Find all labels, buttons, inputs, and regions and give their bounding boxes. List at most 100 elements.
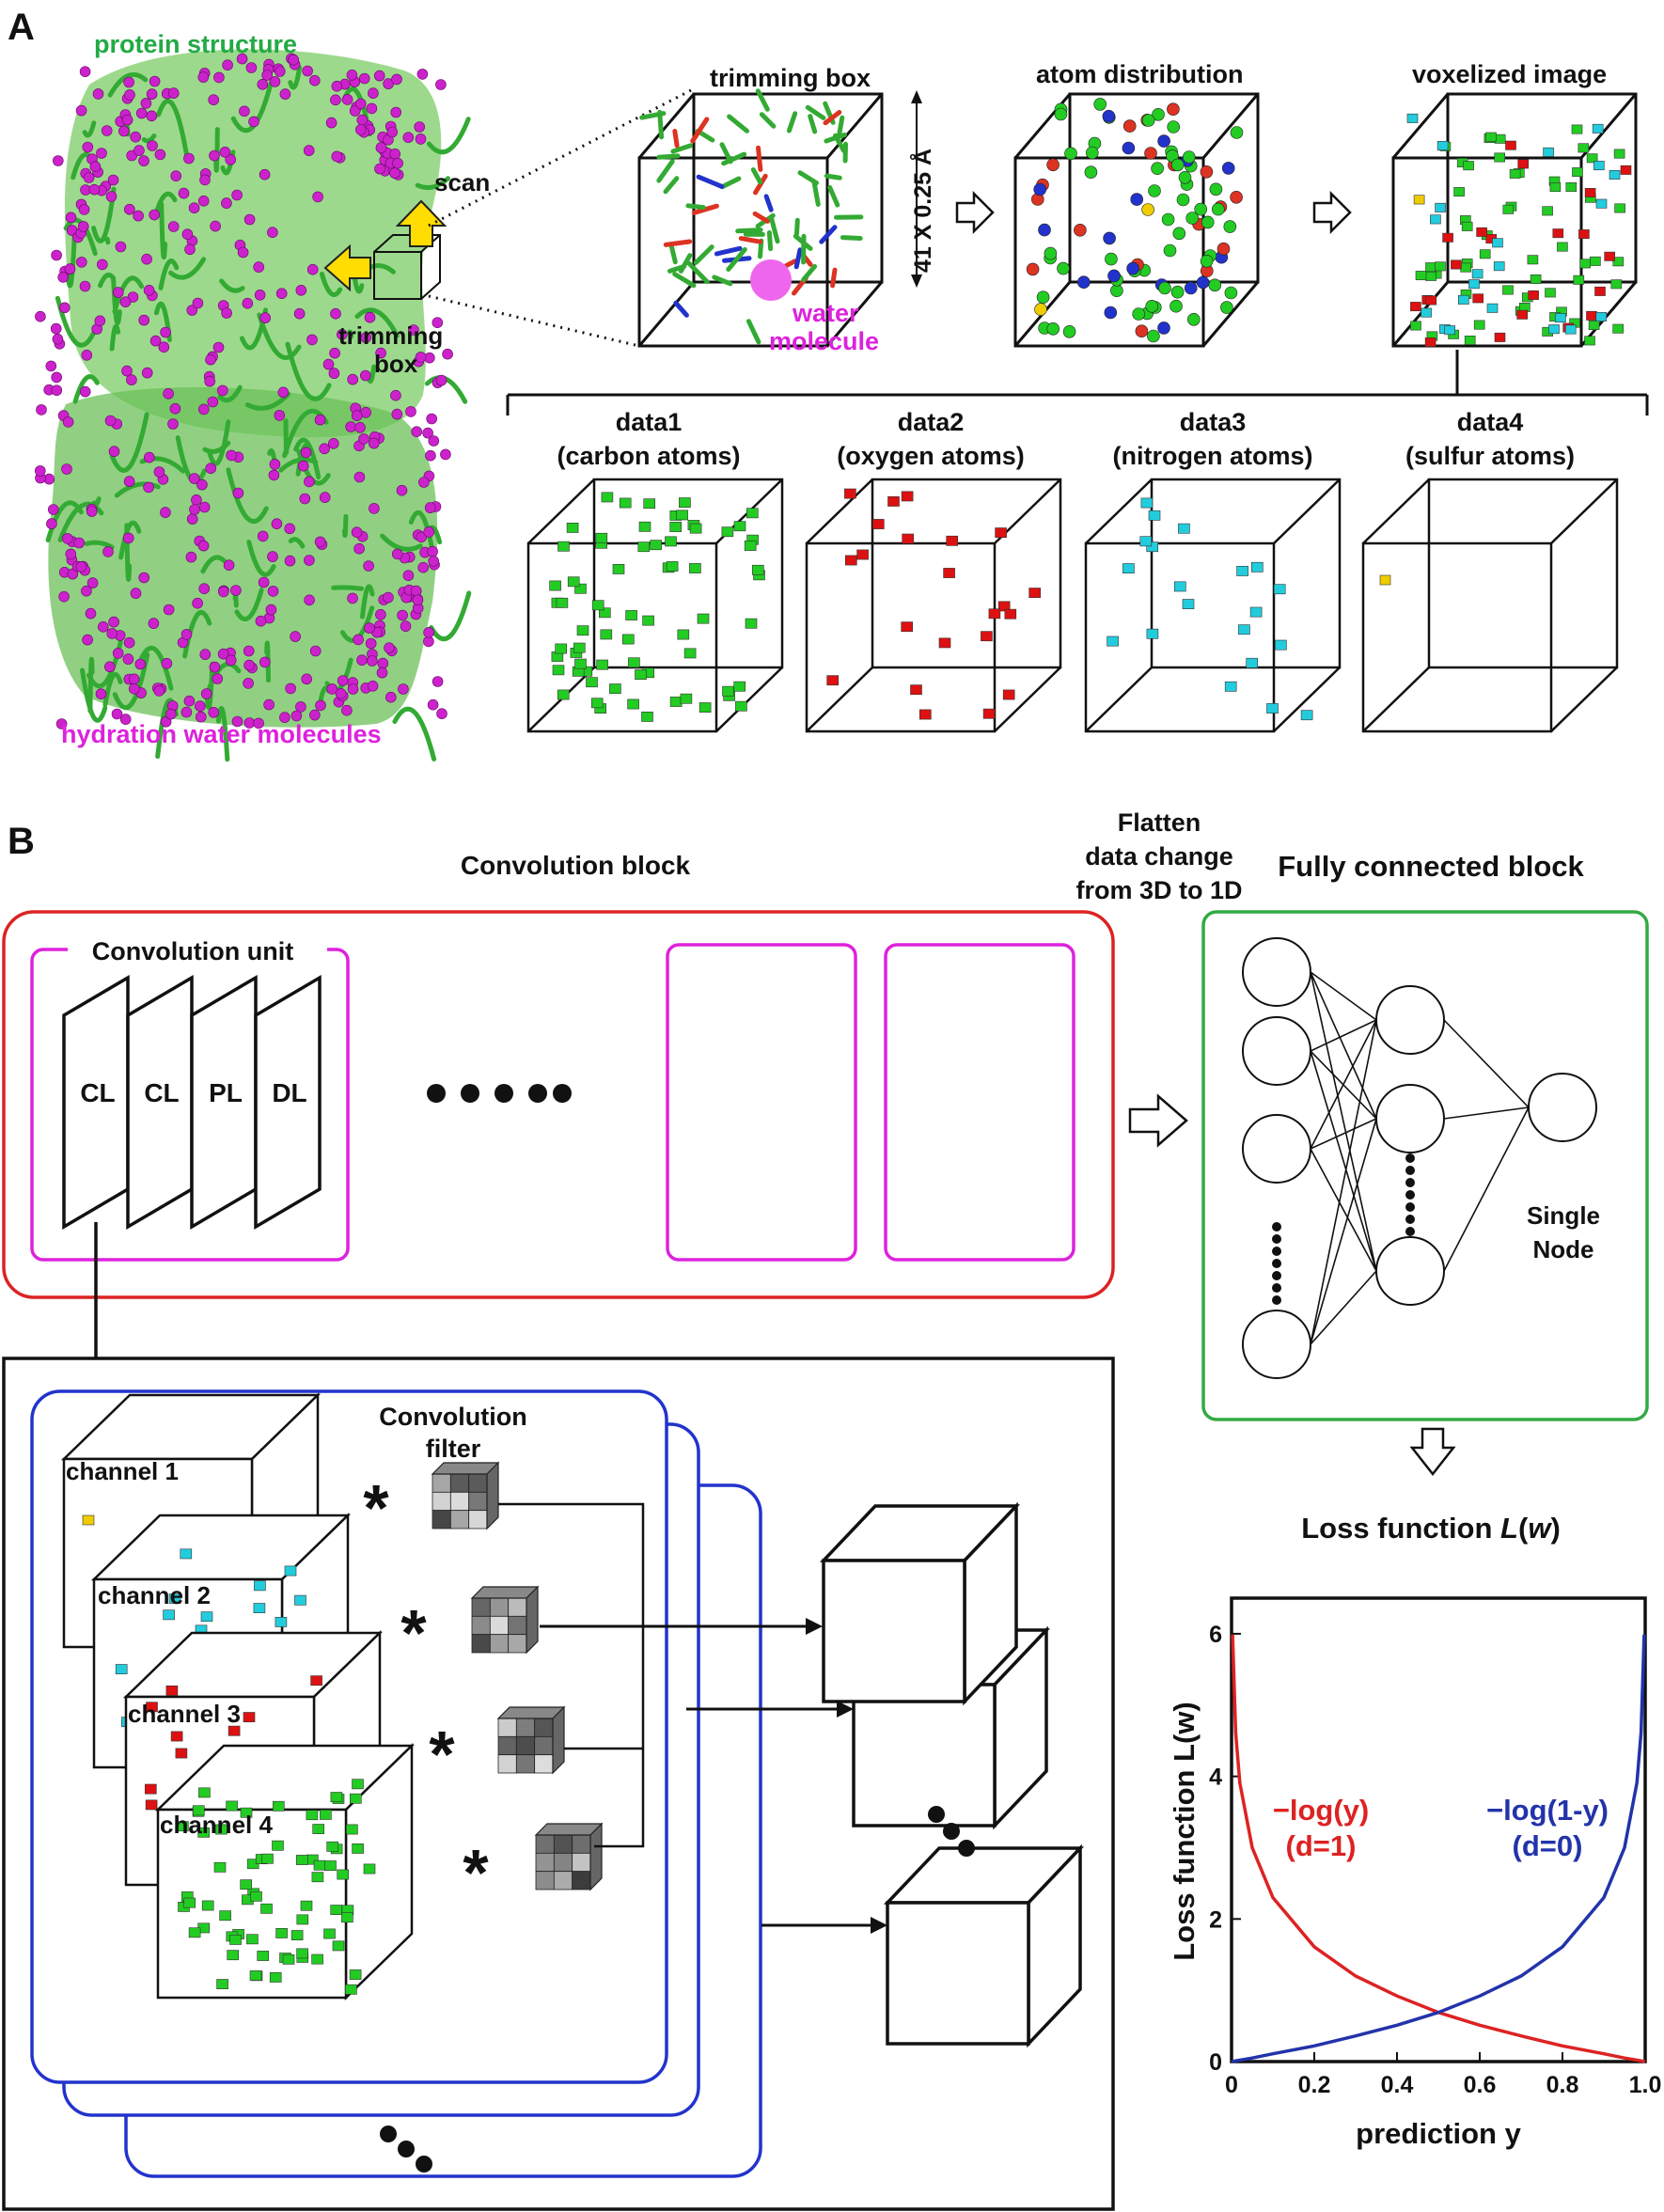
water-dot xyxy=(65,212,77,224)
voxel xyxy=(573,642,586,653)
residue-stick xyxy=(690,117,710,144)
atom xyxy=(1200,254,1214,268)
water-dot xyxy=(275,288,288,300)
water-dot xyxy=(51,371,63,384)
voxel xyxy=(1545,288,1556,298)
residue-stick xyxy=(672,272,697,289)
water-dot xyxy=(351,526,363,539)
voxel xyxy=(168,1593,181,1605)
data3-name: data3 xyxy=(1180,408,1247,436)
water-dot xyxy=(335,687,347,699)
voxel xyxy=(595,532,608,543)
protein-ribbon xyxy=(84,540,115,550)
ellipsis-dot xyxy=(494,1084,513,1103)
water-dot xyxy=(35,310,46,322)
water-dot xyxy=(284,555,296,567)
loss-down-arrow-icon xyxy=(1409,1427,1456,1477)
output-cube-3 xyxy=(883,1843,1085,2048)
water-dot xyxy=(364,311,376,323)
water-dot xyxy=(295,284,307,296)
nn-ellipsis-dot xyxy=(1272,1234,1281,1244)
atom xyxy=(1157,134,1170,148)
voxel xyxy=(272,1840,284,1851)
water-dot xyxy=(328,368,340,379)
flatten-line3: from 3D to 1D xyxy=(1075,876,1242,904)
x-tick-label: 0.6 xyxy=(1464,2072,1497,2098)
trimming-box-cube xyxy=(637,88,884,348)
residue-stick xyxy=(766,230,774,252)
residue-stick xyxy=(805,104,826,120)
water-dot xyxy=(192,597,203,609)
voxel xyxy=(1146,541,1158,553)
cube-back-face xyxy=(871,478,1062,669)
x-tick-label: 0.8 xyxy=(1546,2072,1579,2098)
water-dot xyxy=(210,220,221,232)
water-dot xyxy=(86,506,98,517)
voxel xyxy=(1463,161,1474,171)
water-dot xyxy=(242,297,254,309)
water-dot xyxy=(432,676,444,687)
atom xyxy=(1084,165,1098,179)
x-tick-label: 0 xyxy=(1225,2072,1238,2098)
atom xyxy=(1208,278,1222,292)
water-dot xyxy=(101,125,113,136)
water-dot xyxy=(427,545,438,557)
cube-front-face xyxy=(1084,541,1276,733)
water-dot xyxy=(183,152,195,165)
protein-ribbon xyxy=(267,448,277,463)
voxel xyxy=(1486,303,1499,313)
water-dot xyxy=(219,147,231,158)
voxel xyxy=(1425,271,1436,281)
protein-ribbon xyxy=(112,275,145,314)
water-dot xyxy=(293,307,306,320)
y-tick-label: 4 xyxy=(1209,1765,1222,1791)
voxel xyxy=(1266,703,1279,714)
voxel xyxy=(240,1879,252,1890)
cube-edge xyxy=(1550,478,1618,544)
voxel xyxy=(1300,710,1313,721)
water-dot xyxy=(373,70,385,82)
atom xyxy=(1132,307,1145,321)
water-dot xyxy=(397,609,408,621)
water-dot xyxy=(208,94,219,105)
atom xyxy=(1104,306,1118,320)
voxel xyxy=(625,610,637,620)
cube-edge xyxy=(1085,478,1153,544)
atom xyxy=(1105,252,1118,266)
data3-cube xyxy=(1084,478,1342,733)
voxel xyxy=(257,1951,270,1961)
cube-edge xyxy=(1085,667,1153,732)
panel-a: A protein structure hydration water mole… xyxy=(8,7,1649,762)
water-dot xyxy=(130,131,141,143)
data2-cube xyxy=(805,478,1062,733)
atom xyxy=(1151,162,1164,175)
data1-atoms: (carbon atoms) xyxy=(557,442,740,470)
atom xyxy=(1126,261,1139,275)
voxel xyxy=(981,631,993,642)
water-dot xyxy=(184,243,196,256)
voxel xyxy=(183,1897,196,1908)
voxel xyxy=(1578,229,1590,240)
protein-ribbon xyxy=(213,127,220,173)
water-dot xyxy=(188,202,200,213)
cube-edge xyxy=(806,667,873,732)
residue-stick xyxy=(830,267,838,289)
filter-side xyxy=(526,1585,539,1655)
voxel xyxy=(669,697,683,707)
water-dot xyxy=(306,263,319,275)
nn-edge xyxy=(1310,1019,1377,1150)
filter-cell xyxy=(449,1473,470,1493)
water-dot xyxy=(288,54,300,66)
voxel xyxy=(250,1890,262,1902)
voxel xyxy=(1435,202,1446,212)
water-dot xyxy=(135,107,148,119)
water-dot xyxy=(209,661,221,673)
residue-stick xyxy=(735,227,763,234)
protein-ribbon xyxy=(139,645,174,691)
series-red-condition: (d=1) xyxy=(1286,1829,1357,1862)
convolution-unit-frame-3 xyxy=(884,943,1075,1262)
nn-edge xyxy=(1310,1019,1377,1345)
cube-front-face xyxy=(805,541,997,733)
voxel xyxy=(1555,313,1566,323)
water-dot xyxy=(435,79,447,90)
